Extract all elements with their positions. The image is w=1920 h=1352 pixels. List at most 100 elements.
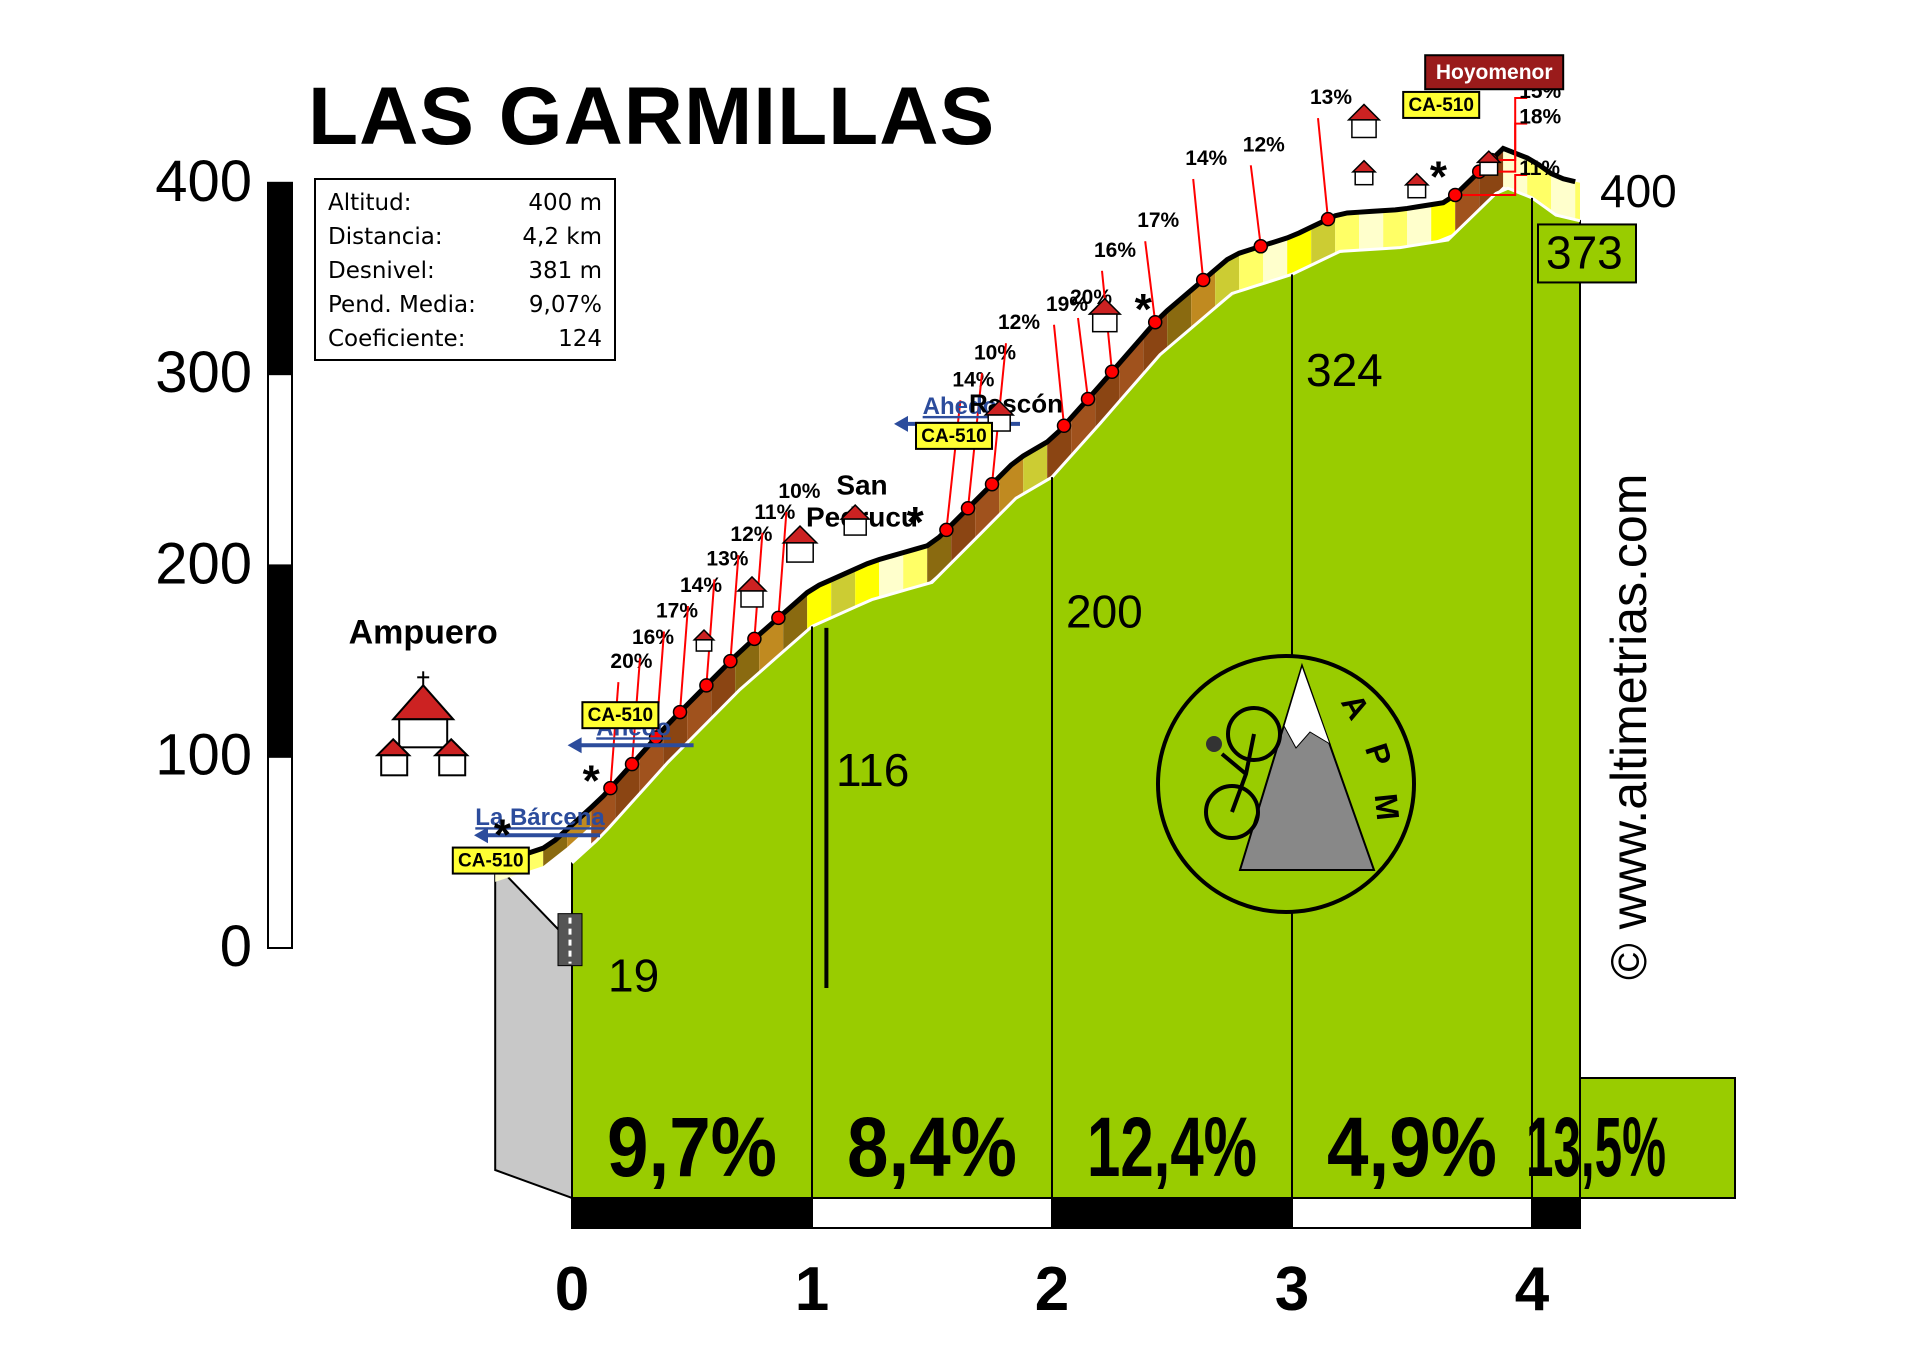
distance-bar-segment	[1291, 1197, 1533, 1229]
church-icon	[398, 718, 449, 749]
road-stripe	[903, 545, 928, 591]
segment-gradient-label: 4,9%	[1327, 1100, 1497, 1194]
church-icon	[390, 683, 456, 721]
stat-altitude: Altitud:400 m	[328, 186, 602, 220]
arrow-left-icon	[894, 415, 908, 432]
road-stripe	[951, 501, 976, 564]
arrow-left-icon	[567, 737, 582, 754]
gradient-leader-line	[1077, 317, 1089, 400]
gradient-marker-dot	[699, 678, 714, 693]
road-stripe	[759, 613, 784, 673]
road-stripe	[1071, 390, 1096, 456]
stat-value: 124	[558, 326, 602, 352]
gradient-marker-dot	[723, 653, 738, 669]
road-stripe	[1383, 208, 1408, 249]
gradient-point-label: 12%	[998, 311, 1040, 334]
road-stripe	[1143, 310, 1168, 374]
church-icon	[438, 754, 467, 777]
gradient-point-label: 18%	[1519, 106, 1561, 129]
place-name-ampuero: Ampuero	[349, 613, 498, 651]
junction-asterisk-icon: *	[1430, 152, 1448, 201]
gradient-point-label: 12%	[730, 523, 772, 546]
house-icon	[1479, 161, 1499, 176]
gradient-point-label: 11%	[754, 501, 795, 524]
copyright-watermark: © www.altimetrias.com	[1601, 473, 1657, 980]
distance-bar-segment	[1531, 1197, 1581, 1229]
gradient-leader-line	[609, 682, 620, 789]
road-badge	[451, 846, 530, 875]
house-icon	[1403, 172, 1430, 186]
road-stripe	[831, 569, 856, 618]
distance-bar-segment	[571, 1197, 813, 1229]
km-altitude-label: 19	[608, 950, 659, 1002]
gradient-marker-dot	[1056, 418, 1072, 434]
road-stripe	[1359, 210, 1384, 251]
segment-gradient-label: 8,4%	[847, 1100, 1017, 1194]
gradient-point-label: 11%	[1519, 157, 1560, 180]
mountain-icon	[1238, 662, 1376, 871]
road-badge	[581, 701, 660, 730]
stats-box: Altitud:400 m Distancia:4,2 km Desnivel:…	[314, 178, 616, 361]
house-icon	[1351, 119, 1377, 139]
road-stripe	[1287, 227, 1312, 276]
logo-letter: M	[1368, 792, 1407, 822]
house-icon	[1407, 184, 1427, 199]
gradient-point-label: 12%	[1243, 133, 1285, 156]
road-stripe	[1311, 215, 1336, 266]
church-icon	[380, 754, 409, 777]
road-stripe	[735, 634, 760, 695]
gradient-leader-line	[1317, 118, 1329, 220]
gradient-marker-dot	[603, 780, 618, 796]
road-stripe	[1431, 194, 1456, 243]
stat-distance: Distancia:4,2 km	[328, 220, 602, 254]
gradient-point-label: 14%	[1185, 147, 1227, 170]
x-tick-label: 0	[555, 1255, 589, 1324]
stat-label: Distancia:	[328, 224, 443, 250]
segment-gradient-label: 9,7%	[607, 1100, 777, 1194]
gradient-marker-dot	[1320, 211, 1336, 227]
road-stripe	[783, 592, 808, 652]
gradient-point-label: 13%	[706, 547, 748, 570]
road-stripe	[1263, 237, 1288, 284]
cyclist-head-icon	[1206, 736, 1222, 752]
road-stripe	[543, 829, 568, 867]
road-badge	[1402, 90, 1481, 119]
gradient-marker-dot	[672, 704, 688, 720]
gradient-point-label: 17%	[656, 600, 698, 623]
gradient-leader-line	[1053, 324, 1065, 426]
y-tick-label: 400	[155, 149, 252, 214]
place-name-hoyomenor: Hoyomenor	[1436, 61, 1553, 84]
gradient-marker-dot	[1080, 391, 1096, 407]
gradient-marker-dot	[747, 631, 762, 647]
junction-asterisk-icon: *	[494, 810, 512, 859]
gradient-leader-line	[1491, 97, 1528, 162]
road-stripe	[591, 782, 616, 846]
stat-elevation-gain: Desnivel:381 m	[328, 254, 602, 288]
gradient-leader-line	[705, 579, 716, 686]
gradient-point-label: 14%	[952, 368, 994, 391]
house-icon	[1350, 159, 1378, 173]
gradient-point-label: 16%	[632, 626, 674, 649]
altitude-scale-segment	[267, 181, 293, 376]
house-icon	[695, 639, 713, 652]
gradient-marker-dot	[939, 522, 954, 538]
road-badge	[915, 421, 993, 450]
gradient-marker-dot	[624, 756, 640, 772]
km-altitude-label: 400	[1600, 165, 1677, 217]
bicycle-wheel-icon	[1226, 706, 1282, 762]
gradient-marker-dot	[1147, 314, 1163, 330]
x-tick-label: 2	[1035, 1255, 1069, 1324]
gradient-point-label: 10%	[974, 341, 1016, 364]
road-stripe	[999, 455, 1024, 516]
gradient-leader-line	[1249, 165, 1262, 247]
segment-gradient-label: 12,4%	[1087, 1100, 1257, 1194]
road-stripe	[855, 559, 880, 608]
gradient-point-label: 10%	[778, 480, 820, 503]
stat-value: 400 m	[528, 190, 602, 216]
altitude-scale-segment	[267, 373, 293, 567]
road-stripe	[975, 477, 1000, 540]
bicycle-wheel-icon	[1204, 784, 1260, 840]
road-stripe	[663, 704, 688, 768]
gradient-point-label: 17%	[1137, 209, 1179, 232]
road-stripe	[1575, 181, 1580, 221]
